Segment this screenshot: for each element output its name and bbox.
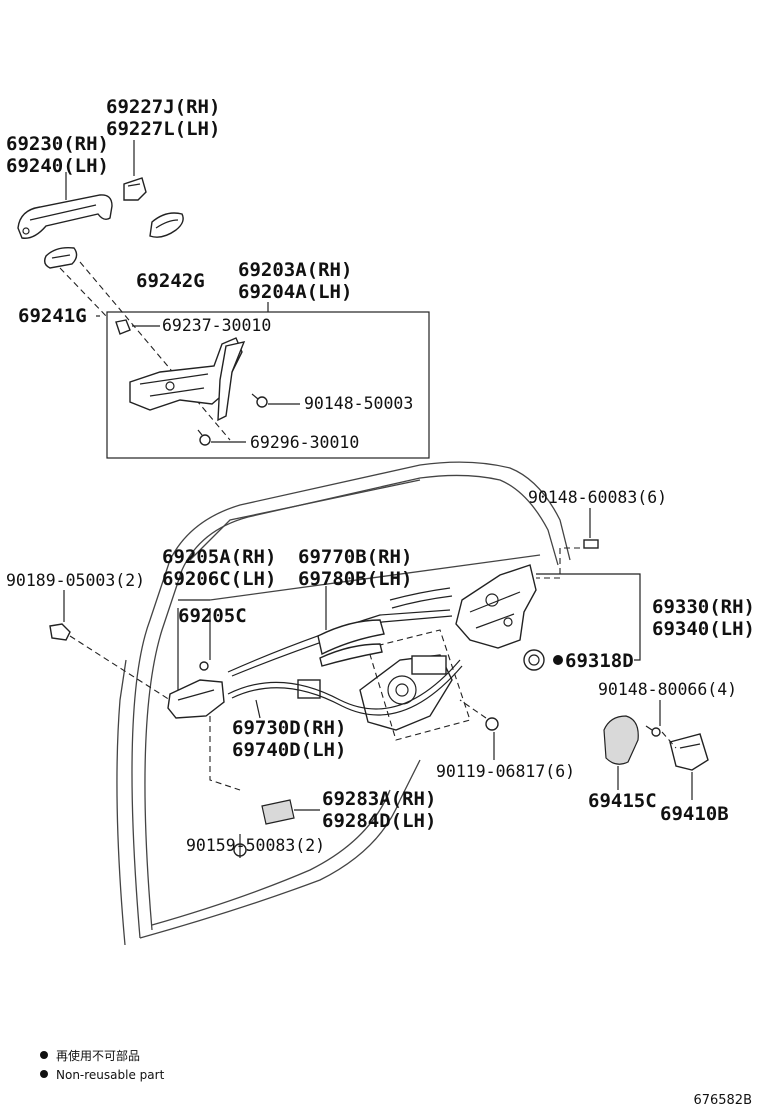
- label-69204A: 69204A(LH): [238, 281, 352, 303]
- dash-clip: [69, 635, 171, 701]
- non-reusable-mark: [553, 655, 563, 665]
- handle-cover-69242G: [149, 212, 184, 238]
- cables: [227, 587, 463, 716]
- legend-bullet-cn: [40, 1051, 48, 1059]
- outside-handle: [17, 194, 113, 239]
- screw-90148-60083: [583, 539, 599, 549]
- label-69227L: 69227L(LH): [106, 118, 220, 140]
- dash-bolt-90119: [459, 699, 487, 719]
- dash-screw-60083: [536, 547, 580, 579]
- striker-cover-69415C: [603, 715, 639, 765]
- label-69740D: 69740D(LH): [232, 739, 346, 761]
- door-lock-assembly: [455, 564, 537, 649]
- label-90148-50003: 90148-50003: [304, 394, 413, 413]
- label-69415C: 69415C: [588, 790, 657, 812]
- screw-69296: [197, 429, 211, 446]
- handle-pad-69227: [123, 177, 147, 201]
- striker-69410B: [669, 733, 709, 771]
- label-69284D: 69284D(LH): [322, 810, 436, 832]
- label-69296: 69296-30010: [250, 433, 359, 452]
- label-69240: 69240(LH): [6, 155, 109, 177]
- label-69230: 69230(RH): [6, 133, 109, 155]
- label-90148-60083: 90148-60083(6): [528, 488, 667, 507]
- diagram-code: 676582B: [693, 1093, 752, 1108]
- bracket-69330: [536, 573, 641, 661]
- label-90148-80066: 90148-80066(4): [598, 680, 737, 699]
- label-69318D: 69318D: [565, 650, 634, 672]
- label-69770B: 69770B(RH): [298, 546, 412, 568]
- label-69283A: 69283A(RH): [322, 788, 436, 810]
- dash-bolt-90159: [209, 716, 241, 791]
- label-69340: 69340(LH): [652, 618, 755, 640]
- label-69203A: 69203A(RH): [238, 259, 352, 281]
- label-69780B: 69780B(LH): [298, 568, 412, 590]
- label-69410B: 69410B: [660, 803, 729, 825]
- handle-frame: [129, 337, 246, 422]
- label-69241G: 69241G: [18, 305, 87, 327]
- label-69237: 69237-30010: [162, 316, 271, 335]
- cover-69283: [261, 799, 295, 825]
- screw-90148-80066: [645, 725, 661, 737]
- legend-text-cn: 再使用不可部品: [56, 1048, 140, 1063]
- legend-text-en: Non-reusable part: [56, 1068, 165, 1082]
- screw-69205C: [199, 661, 209, 671]
- pad-69241G: [43, 246, 78, 269]
- label-69206C: 69206C(LH): [162, 568, 276, 590]
- label-69205A: 69205A(RH): [162, 546, 276, 568]
- clip-90189: [49, 623, 71, 641]
- screw-90148-50003: [251, 393, 268, 408]
- label-90119: 90119-06817(6): [436, 762, 575, 781]
- label-90159: 90159-50083(2): [186, 836, 325, 855]
- label-69730D: 69730D(RH): [232, 717, 346, 739]
- label-69205C: 69205C: [178, 605, 247, 627]
- label-69227J: 69227J(RH): [106, 96, 220, 118]
- label-90189: 90189-05003(2): [6, 571, 145, 590]
- leader-69730D: [255, 699, 261, 719]
- dash-screw-80066: [661, 731, 677, 749]
- legend-bullet-en: [40, 1070, 48, 1078]
- inside-lock-rod: [167, 679, 225, 719]
- grommet-69318D: [523, 649, 545, 671]
- bolt-90119: [485, 717, 499, 731]
- label-69330: 69330(RH): [652, 596, 755, 618]
- dash-handle-to-frame: [59, 261, 231, 441]
- plug-69237: [115, 319, 131, 335]
- lock-motor: [359, 654, 453, 731]
- door-outline: [116, 461, 571, 946]
- label-69242G: 69242G: [136, 270, 205, 292]
